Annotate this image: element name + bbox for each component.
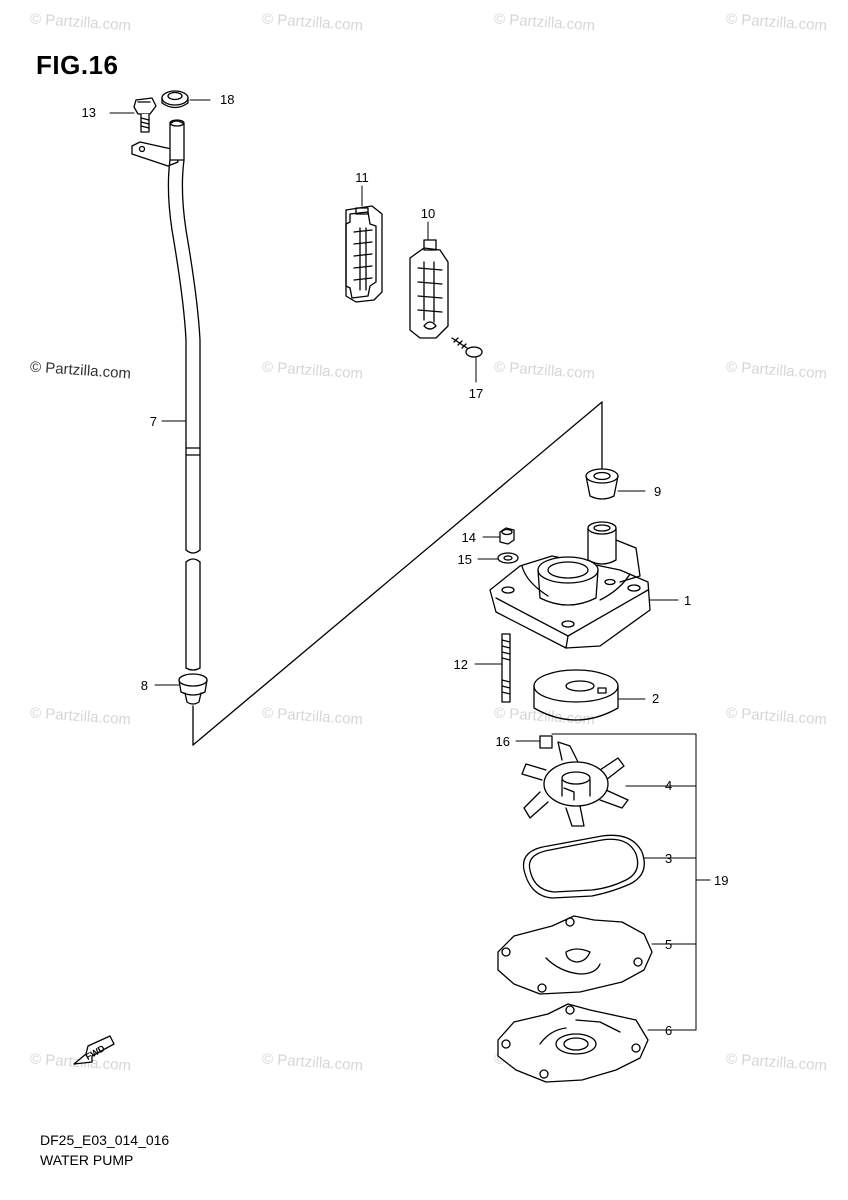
callout-5[interactable]: 5: [665, 937, 672, 952]
callout-4[interactable]: 4: [665, 778, 672, 793]
stud-part-12[interactable]: [501, 633, 511, 703]
figure-name: WATER PUMP: [40, 1152, 134, 1168]
callout-18[interactable]: 18: [220, 92, 234, 107]
callout-17[interactable]: 17: [469, 386, 483, 401]
callout-8[interactable]: 8: [141, 678, 148, 693]
pump-case-part-1[interactable]: [489, 521, 651, 649]
collar-part-9[interactable]: [585, 468, 619, 500]
screw-part-17[interactable]: [451, 337, 483, 358]
callout-1[interactable]: 1: [684, 593, 691, 608]
callout-3[interactable]: 3: [665, 851, 672, 866]
callout-9[interactable]: 9: [654, 484, 661, 499]
callout-12[interactable]: 12: [454, 657, 468, 672]
mount-part-11[interactable]: [345, 205, 383, 303]
callout-16[interactable]: 16: [496, 734, 510, 749]
plate-part-5[interactable]: [497, 915, 653, 995]
callout-11[interactable]: 11: [355, 170, 369, 185]
fwd-arrow-icon: [73, 1035, 115, 1065]
impeller-part-4[interactable]: [521, 741, 629, 827]
callout-leaders: [109, 99, 711, 1031]
callout-7[interactable]: 7: [150, 414, 157, 429]
callout-19[interactable]: 19: [714, 873, 728, 888]
bolt-part-13[interactable]: [133, 97, 157, 133]
cover-part-10[interactable]: [409, 239, 449, 339]
callout-2[interactable]: 2: [652, 691, 659, 706]
washer-part-15[interactable]: [497, 552, 519, 564]
grommet-part-18[interactable]: [161, 90, 189, 109]
figure-code: DF25_E03_014_016: [40, 1132, 170, 1148]
callout-15[interactable]: 15: [458, 552, 472, 567]
insert-part-2[interactable]: [533, 669, 619, 721]
assembly-line: [192, 401, 603, 746]
grommet-part-8[interactable]: [178, 673, 208, 705]
callout-13[interactable]: 13: [82, 105, 96, 120]
seal-ring-part-3[interactable]: [522, 834, 645, 899]
key-part-16[interactable]: [539, 735, 553, 749]
callout-6[interactable]: 6: [665, 1023, 672, 1038]
callout-10[interactable]: 10: [421, 206, 435, 221]
tube-part-7[interactable]: [131, 119, 201, 671]
nut-part-14[interactable]: [499, 527, 515, 545]
callout-14[interactable]: 14: [462, 530, 476, 545]
figure-title: FIG.16: [36, 50, 119, 80]
gasket-part-6[interactable]: [497, 1003, 649, 1083]
